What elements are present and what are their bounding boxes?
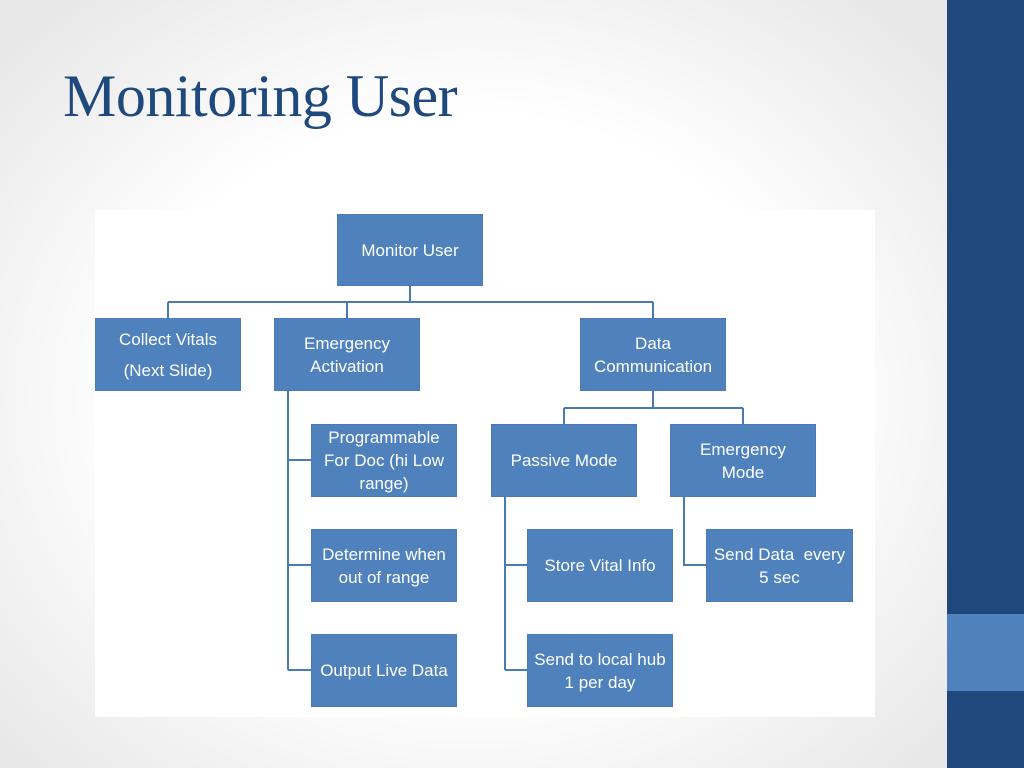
node-label: Monitor User <box>361 240 459 260</box>
node-monitor-user: Monitor User <box>337 214 483 286</box>
node-emergency-mode: Emergency Mode <box>670 424 816 497</box>
node-label: Programmable For Doc (hi Low range) <box>324 428 444 493</box>
node-label: Send Data every 5 sec <box>713 544 850 587</box>
node-label: Emergency Activation <box>304 333 390 376</box>
node-label: Determine when out of range <box>322 544 446 587</box>
node-store-vital-info: Store Vital Info <box>527 529 673 602</box>
slide-title: Monitoring User <box>63 63 458 129</box>
node-label: Passive Mode <box>510 451 618 470</box>
node-label: Emergency Mode <box>700 439 786 482</box>
sidebar-accent-block <box>947 614 1024 691</box>
node-data-communication: Data Communication <box>580 318 726 391</box>
node-label: Send to local hub 1 per day <box>534 649 666 692</box>
node-programmable: Programmable For Doc (hi Low range) <box>311 424 457 497</box>
node-label: Store Vital Info <box>544 556 656 575</box>
node-emergency-activation: Emergency Activation <box>274 318 420 391</box>
node-passive-mode: Passive Mode <box>491 424 637 497</box>
node-label: Collect Vitals <box>119 329 217 349</box>
node-collect-vitals: Collect Vitals (Next Slide) <box>95 318 241 391</box>
node-determine-range: Determine when out of range <box>311 529 457 602</box>
node-send-local-hub: Send to local hub 1 per day <box>527 634 673 707</box>
node-send-data: Send Data every 5 sec <box>706 529 853 602</box>
node-label: Data Communication <box>593 333 713 376</box>
node-label-sub: (Next Slide) <box>123 360 213 380</box>
node-output-live-data: Output Live Data <box>311 634 457 707</box>
node-label: Output Live Data <box>320 661 448 680</box>
